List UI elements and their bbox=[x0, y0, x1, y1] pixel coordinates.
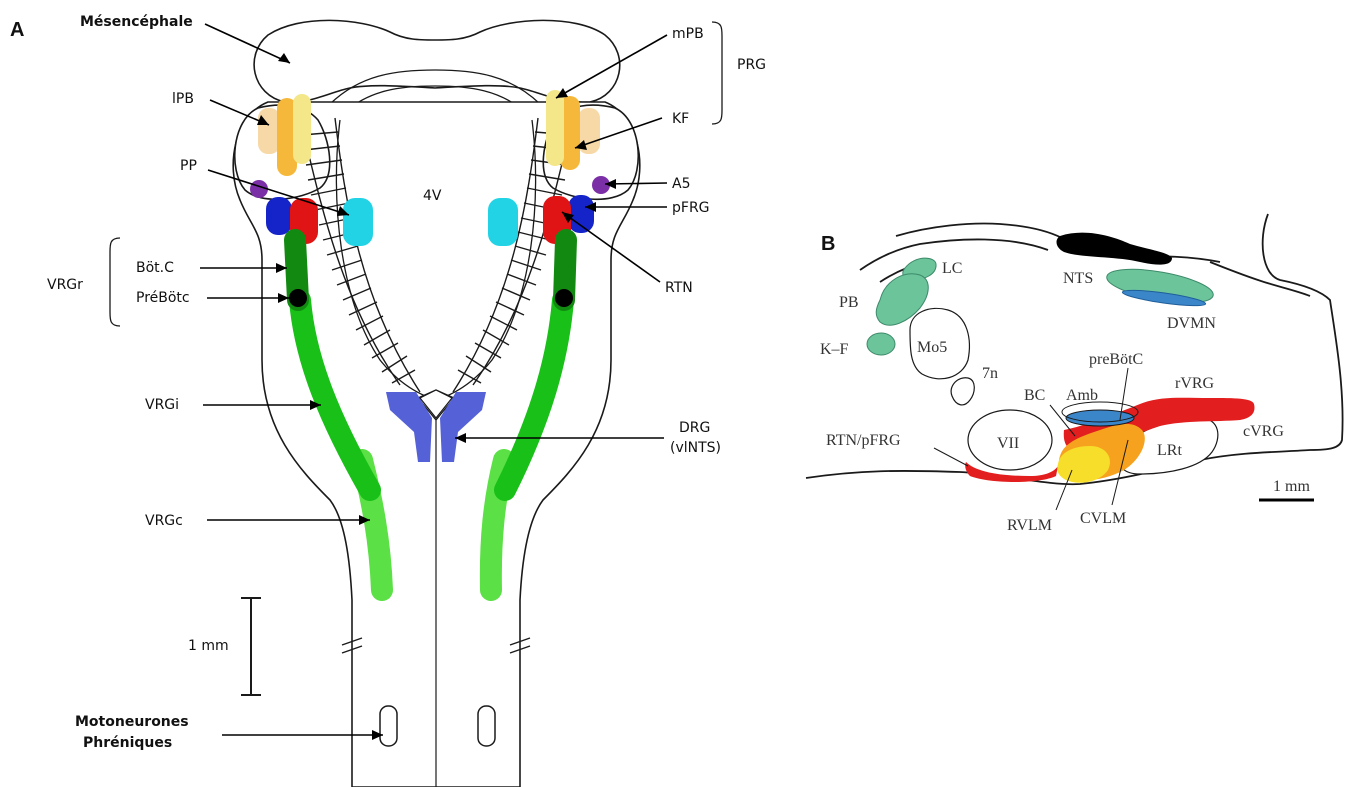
label-prg: PRG bbox=[737, 57, 766, 73]
mesencephalon-outline bbox=[254, 20, 620, 102]
label-scale-a: 1 mm bbox=[188, 638, 229, 654]
label-lc: LC bbox=[942, 260, 962, 277]
pfrg-left bbox=[266, 197, 292, 235]
label-mo5: Mo5 bbox=[917, 339, 947, 356]
label-amb: Amb bbox=[1066, 387, 1098, 404]
label-rvrg: rVRG bbox=[1175, 375, 1215, 392]
label-cvrg: cVRG bbox=[1243, 423, 1284, 440]
label-mpb: mPB bbox=[672, 26, 704, 42]
label-prebotc-b: preBötC bbox=[1089, 351, 1143, 368]
label-nts: NTS bbox=[1063, 270, 1093, 287]
area-postrema-black bbox=[1057, 233, 1172, 265]
label-moto-line2: Phréniques bbox=[83, 735, 172, 751]
pp-right bbox=[488, 198, 518, 246]
label-7n: 7n bbox=[982, 365, 998, 382]
prebotc-dot-right bbox=[555, 289, 573, 307]
scale-bar-a bbox=[241, 598, 261, 695]
label-rtn-pfrg: RTN/pFRG bbox=[826, 432, 901, 449]
label-mesencephale: Mésencéphale bbox=[80, 14, 193, 30]
vrgr-bracket bbox=[110, 238, 120, 326]
label-kf: K–F bbox=[820, 341, 849, 358]
label-vii: VII bbox=[997, 435, 1019, 452]
label-pfrg: pFRG bbox=[672, 200, 710, 216]
label-rtn: RTN bbox=[665, 280, 693, 296]
label-rvlm: RVLM bbox=[1007, 517, 1052, 534]
pfrg-right bbox=[568, 195, 594, 233]
label-drg: DRG bbox=[679, 420, 710, 436]
panel-b-letter: B bbox=[821, 233, 835, 255]
label-prebotc: PréBötc bbox=[136, 290, 190, 306]
kf-green bbox=[867, 333, 895, 355]
label-vrgr: VRGr bbox=[47, 277, 83, 293]
label-botc: Böt.C bbox=[136, 260, 174, 276]
lpb-light-left bbox=[258, 108, 280, 154]
label-pp: PP bbox=[180, 158, 197, 174]
label-kf: KF bbox=[672, 111, 689, 127]
label-lpb: lPB bbox=[172, 91, 194, 107]
lpb-pale-left bbox=[293, 94, 311, 164]
pp-left bbox=[343, 198, 373, 246]
leader-rtn bbox=[934, 448, 968, 466]
label-a5: A5 bbox=[672, 176, 690, 192]
panel-a-letter: A bbox=[10, 19, 24, 41]
label-vrgc: VRGc bbox=[145, 513, 183, 529]
label-lrt: LRt bbox=[1157, 442, 1182, 459]
label-vrgi: VRGi bbox=[145, 397, 179, 413]
phrenic-pool-right bbox=[478, 706, 495, 746]
label-vlnts: (vlNTS) bbox=[670, 440, 721, 456]
pb-pale-right bbox=[546, 90, 564, 166]
phrenic-pool-left bbox=[380, 706, 397, 746]
label-cvlm: CVLM bbox=[1080, 510, 1126, 527]
label-moto-line1: Motoneurones bbox=[75, 714, 189, 730]
label-4v: 4V bbox=[423, 188, 442, 204]
label-scale-b: 1 mm bbox=[1273, 478, 1310, 495]
label-dvmn: DVMN bbox=[1167, 315, 1216, 332]
panel-a: A bbox=[10, 14, 766, 787]
label-pb: PB bbox=[839, 294, 859, 311]
prebotc-dot-left bbox=[289, 289, 307, 307]
panel-b: B bbox=[806, 214, 1343, 534]
label-bc: BC bbox=[1024, 387, 1045, 404]
n7-outline bbox=[951, 378, 974, 405]
amb-blue bbox=[1066, 410, 1134, 426]
section-right-outline bbox=[1210, 262, 1310, 296]
prg-bracket bbox=[712, 22, 722, 124]
